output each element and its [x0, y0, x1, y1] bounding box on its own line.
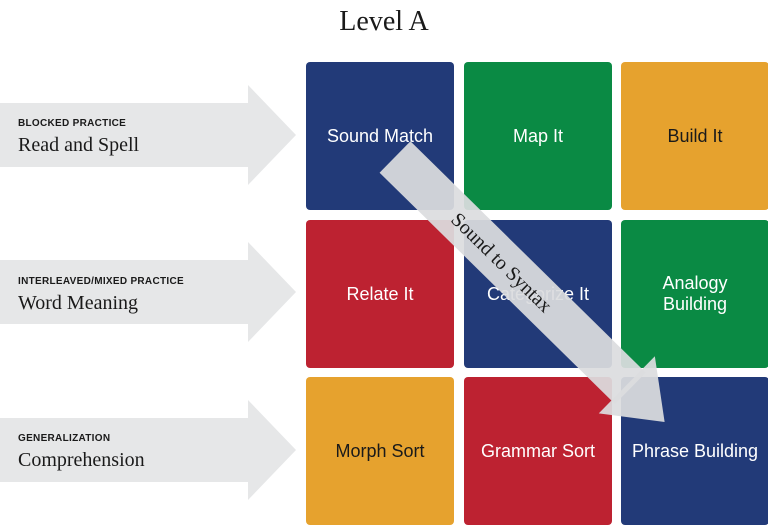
tile-categorize-it: Categorize It: [464, 220, 612, 368]
row-focus: Comprehension: [18, 449, 145, 471]
row-arrow-3: [0, 400, 296, 500]
row-label-blocked-practice: BLOCKED PRACTICE Read and Spell: [18, 118, 139, 157]
diagram-title: Level A: [339, 6, 429, 37]
row-arrows: [0, 85, 296, 500]
tile-morph-sort: Morph Sort: [306, 377, 454, 525]
tile-relate-it: Relate It: [306, 220, 454, 368]
tile-label: Categorize It: [486, 283, 590, 304]
row-label-generalization: GENERALIZATION Comprehension: [18, 433, 145, 472]
tile-sound-match: Sound Match: [306, 62, 454, 210]
row-category: BLOCKED PRACTICE: [18, 118, 127, 129]
tile-label: Phrase Building: [631, 440, 759, 461]
tile-map-it: Map It: [464, 62, 612, 210]
row-category: GENERALIZATION: [18, 433, 111, 444]
tile-label: Grammar Sort: [480, 440, 595, 461]
row-arrow-1: [0, 85, 296, 185]
tile-label: Relate It: [346, 283, 414, 304]
tile-label: Morph Sort: [335, 440, 425, 461]
row-focus: Word Meaning: [18, 292, 139, 314]
tile-analogy-building: Analogy Building: [621, 220, 768, 368]
tile-phrase-building: Phrase Building: [621, 377, 768, 525]
row-arrow-2: [0, 242, 296, 342]
tile-label: Analogy Building: [662, 273, 728, 314]
row-category: INTERLEAVED/MIXED PRACTICE: [18, 276, 184, 287]
tile-label: Sound Match: [326, 125, 434, 146]
tile-build-it: Build It: [621, 62, 768, 210]
row-focus: Read and Spell: [18, 134, 140, 156]
row-label-interleaved-practice: INTERLEAVED/MIXED PRACTICE Word Meaning: [18, 276, 184, 315]
tile-grammar-sort: Grammar Sort: [464, 377, 612, 525]
tile-label: Map It: [512, 125, 564, 146]
tile-label: Build It: [667, 125, 723, 146]
